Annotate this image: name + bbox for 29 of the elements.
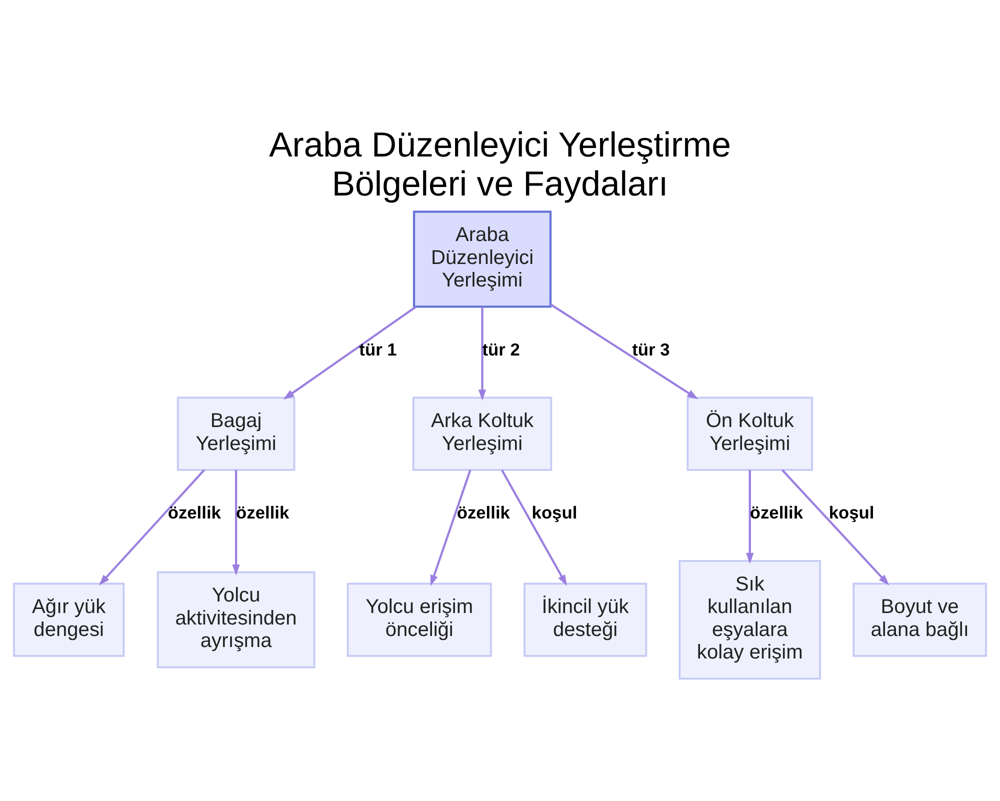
arrow bbox=[746, 470, 754, 564]
node-box: Yolcu erişim önceliği bbox=[346, 582, 492, 656]
arrow bbox=[430, 469, 472, 586]
edge-label: özellik bbox=[750, 502, 803, 522]
arrow bbox=[98, 468, 205, 585]
edge-label: özellik bbox=[456, 502, 510, 522]
node-box: Ağır yük dengesi bbox=[13, 582, 125, 656]
node-box: İkincil yük desteği bbox=[523, 582, 648, 656]
arrow bbox=[478, 306, 486, 400]
edge-label: koşul bbox=[828, 502, 874, 522]
node-box: Sık kullanılan eşyalara kolay erişim bbox=[678, 559, 822, 680]
node-box: Arka Koltuk Yerleşimi bbox=[412, 396, 552, 470]
edge-label: tür 1 bbox=[359, 338, 397, 359]
node-box: Ön Koltuk Yerleşimi bbox=[686, 396, 814, 470]
diagram-title: Araba Düzenleyici Yerleştirme Bölgeleri ve Faydaları bbox=[269, 126, 731, 203]
edge-label: özellik bbox=[236, 502, 290, 522]
arrow bbox=[283, 306, 416, 399]
arrow bbox=[500, 469, 567, 586]
node-box: Araba Düzenleyici Yerleşimi bbox=[412, 210, 552, 308]
node-box: Boyut ve alana bağlı bbox=[852, 582, 987, 656]
edge-label: koşul bbox=[532, 502, 578, 522]
edge-label: tür 3 bbox=[632, 338, 670, 359]
node-box: Yolcu aktivitesinden ayrışma bbox=[156, 570, 316, 668]
edge-label: tür 2 bbox=[482, 338, 520, 359]
arrow bbox=[781, 468, 890, 585]
arrow bbox=[550, 303, 698, 399]
arrow bbox=[232, 470, 240, 575]
node-box: Bagaj Yerleşimi bbox=[176, 396, 296, 470]
edge-label: özellik bbox=[168, 502, 221, 522]
